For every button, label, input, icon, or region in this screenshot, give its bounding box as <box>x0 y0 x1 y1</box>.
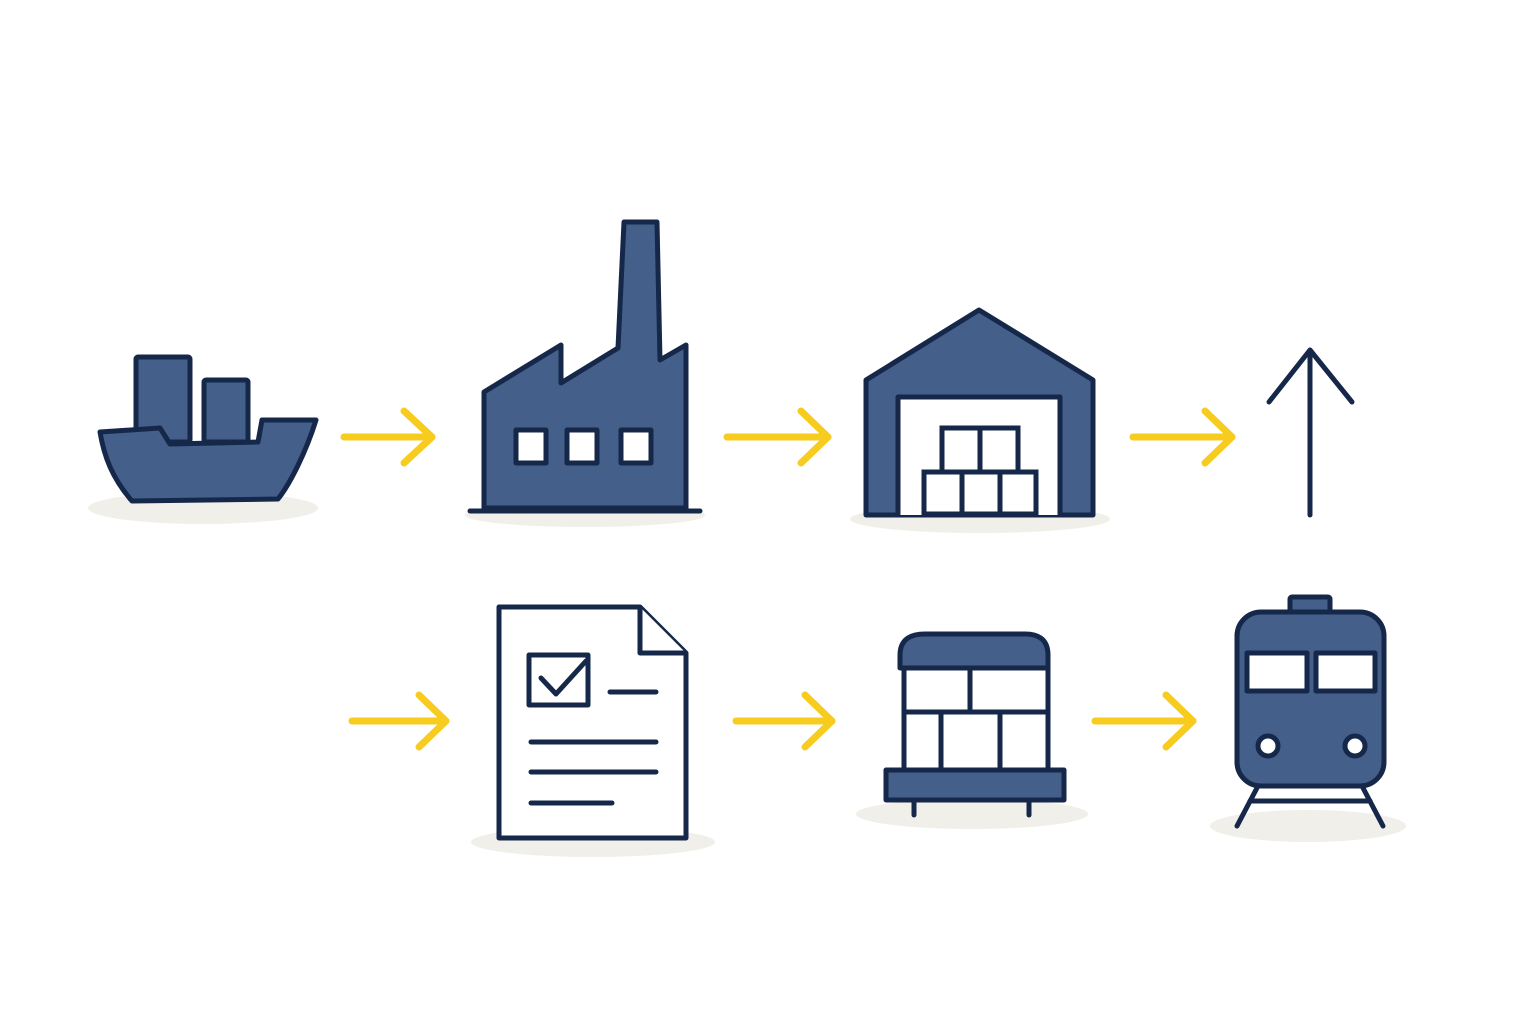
pallet-cart-icon <box>883 631 1067 818</box>
arrow-factory-to-warehouse <box>723 407 832 467</box>
factory-icon <box>467 219 703 514</box>
train-icon <box>1234 594 1387 829</box>
stacked-boxes <box>921 425 1039 517</box>
arrow-start-to-document <box>348 691 450 751</box>
checklist-document-icon <box>496 604 689 841</box>
checkbox-checked-icon <box>526 652 591 708</box>
warehouse-icon <box>863 307 1096 518</box>
arrow-ship-to-factory <box>340 407 436 467</box>
pallet-shadow <box>856 799 1088 829</box>
ground-shadows <box>88 492 1406 857</box>
arrow-up-icon <box>1266 347 1355 518</box>
arrow-warehouse-to-up <box>1129 407 1236 467</box>
arrow-document-to-pallet <box>732 691 836 751</box>
cargo-ship-icon <box>97 354 319 504</box>
arrow-pallet-to-train <box>1091 691 1197 751</box>
train-shadow <box>1210 810 1406 842</box>
